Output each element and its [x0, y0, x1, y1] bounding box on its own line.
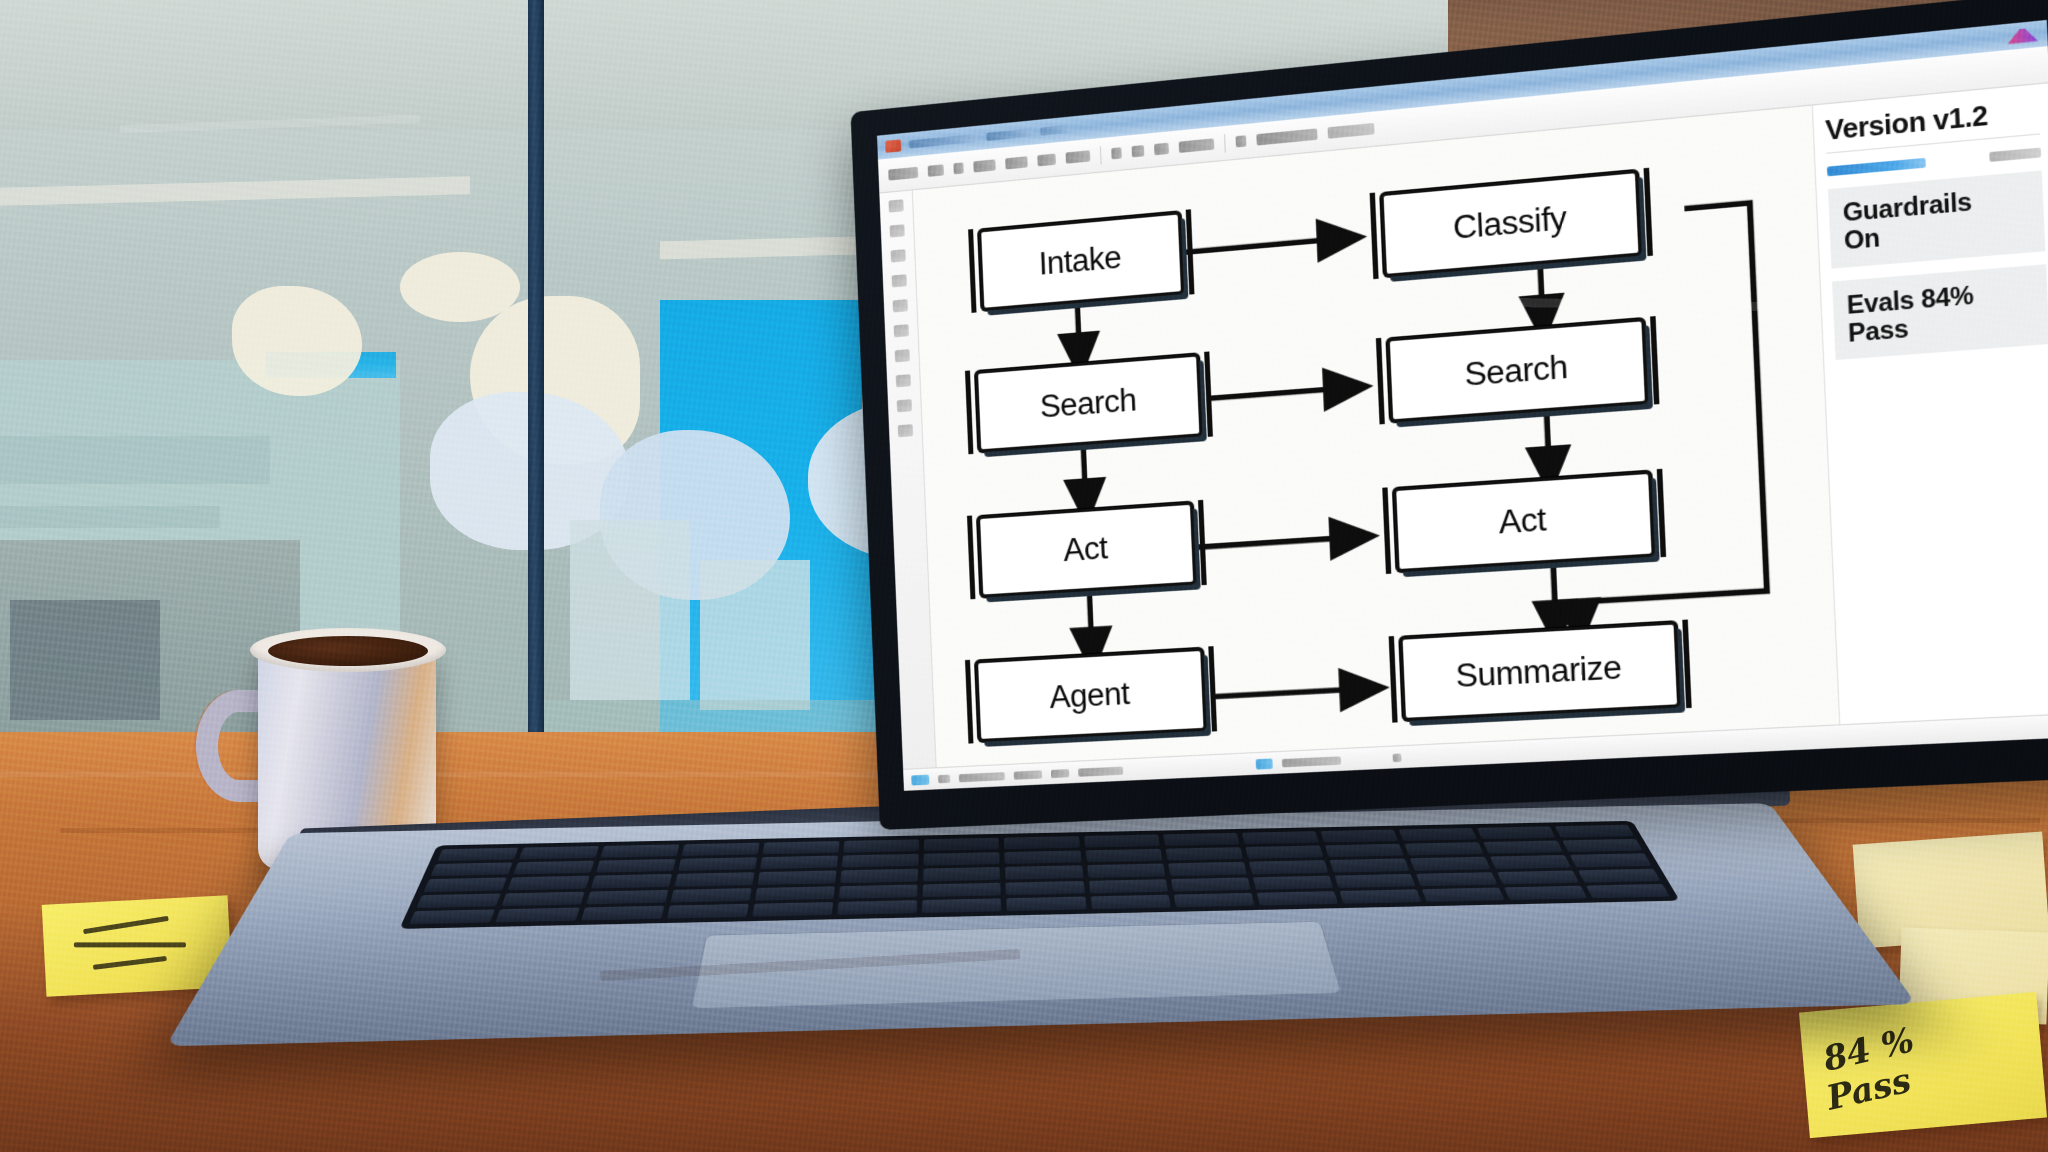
titlebar-text-blur-1 [908, 133, 979, 149]
node-act-left-label: Act [1062, 530, 1109, 569]
rail-icon-text[interactable] [893, 324, 909, 338]
node-search-left[interactable]: Search [975, 353, 1203, 453]
workflow-diagram: Intake Classify Search Search [913, 106, 1840, 790]
statusbar-text-3 [1013, 769, 1043, 780]
node-act-left[interactable]: Act [976, 501, 1196, 598]
rail-icon-layers[interactable] [895, 374, 911, 388]
node-act-right[interactable]: Act [1392, 470, 1655, 572]
toolbar-separator-1 [1099, 145, 1102, 164]
statusbar-text-5 [1078, 766, 1124, 777]
node-act-right-label: Act [1498, 501, 1547, 542]
statusbar-text-6 [1281, 755, 1342, 767]
evals-card[interactable]: Evals 84% Pass [1832, 264, 2048, 361]
toolbar-icon-7[interactable] [1065, 150, 1091, 164]
rail-icon-image[interactable] [894, 349, 910, 363]
workarea: Intake Classify Search Search [879, 83, 2048, 791]
brand-logo [2007, 27, 2038, 44]
rail-icon-settings[interactable] [897, 424, 914, 438]
cloud-1 [232, 286, 362, 396]
coffee-surface [268, 636, 428, 666]
node-search-right-label: Search [1463, 348, 1569, 393]
statusbar-icon-2[interactable] [1255, 757, 1273, 770]
rail-icon-connector[interactable] [892, 299, 908, 313]
app-icon[interactable] [885, 139, 902, 153]
toolbar-separator-2 [1223, 133, 1226, 153]
node-intake[interactable]: Intake [977, 211, 1184, 311]
titlebar-text-blur-2 [986, 128, 1033, 142]
titlebar-right [2007, 27, 2038, 44]
rail-icon-shape[interactable] [889, 224, 905, 238]
node-intake-label: Intake [1037, 239, 1122, 283]
toolbar-icon-2[interactable] [927, 164, 944, 177]
sidebar-meta-left-blur [1826, 158, 1926, 177]
sidebar-meta-row [1826, 147, 2042, 177]
node-agent-label: Agent [1048, 675, 1131, 715]
rail-icon-rectangle[interactable] [890, 249, 906, 263]
statusbar-text-1 [937, 774, 951, 783]
toolbar-icon-1[interactable] [888, 166, 919, 181]
toolbar-icon-5[interactable] [1005, 156, 1028, 170]
diagram-canvas[interactable]: Intake Classify Search Search [913, 106, 1842, 790]
toolbar-label-blur [1327, 122, 1375, 139]
properties-sidebar: Version v1.2 Guardrails On Evals 84% Pas… [1812, 83, 2048, 748]
toolbar-dropdown-1[interactable] [1178, 138, 1215, 153]
far-building-2 [700, 560, 810, 710]
keyboard[interactable] [399, 820, 1680, 929]
rail-icon-pointer[interactable] [888, 199, 904, 213]
toolbar-icon-3[interactable] [953, 162, 964, 175]
screen: Intake Classify Search Search [877, 20, 2048, 791]
node-search-left-label: Search [1039, 381, 1138, 425]
far-building-1 [570, 520, 690, 700]
statusbar-text-7 [1392, 752, 1402, 762]
node-summarize[interactable]: Summarize [1399, 621, 1681, 722]
guardrails-card[interactable]: Guardrails On [1827, 170, 2046, 269]
toolbar-icon-10[interactable] [1154, 142, 1169, 156]
desk-grain-1 [0, 772, 1100, 777]
rail-icon-line[interactable] [891, 274, 907, 288]
titlebar-text-blur-3 [1040, 124, 1071, 136]
cloud-4 [400, 252, 520, 322]
toolbar-icon-6[interactable] [1037, 153, 1056, 167]
node-agent[interactable]: Agent [974, 648, 1207, 743]
toolbar-icon-8[interactable] [1111, 147, 1122, 160]
statusbar-icon-1[interactable] [911, 774, 930, 785]
window-mullion-1 [528, 0, 544, 800]
node-classify-label: Classify [1452, 199, 1568, 247]
statusbar-text-4 [1050, 768, 1070, 778]
rail-icon-grid[interactable] [896, 399, 913, 413]
node-summarize-label: Summarize [1455, 648, 1623, 695]
laptop-base [165, 803, 1917, 1047]
desk-front-edge [0, 1032, 2048, 1152]
version-label: Version v1.2 [1825, 97, 2041, 155]
statusbar-text-2 [958, 771, 1005, 782]
toolbar-icon-11[interactable] [1235, 135, 1247, 148]
toolbar-dropdown-2[interactable] [1256, 128, 1318, 146]
toolbar-icon-9[interactable] [1131, 145, 1145, 158]
toolbar-icon-4[interactable] [973, 159, 996, 173]
sidebar-meta-right-blur [1989, 147, 2042, 163]
laptop-lid: Intake Classify Search Search [850, 0, 2048, 830]
